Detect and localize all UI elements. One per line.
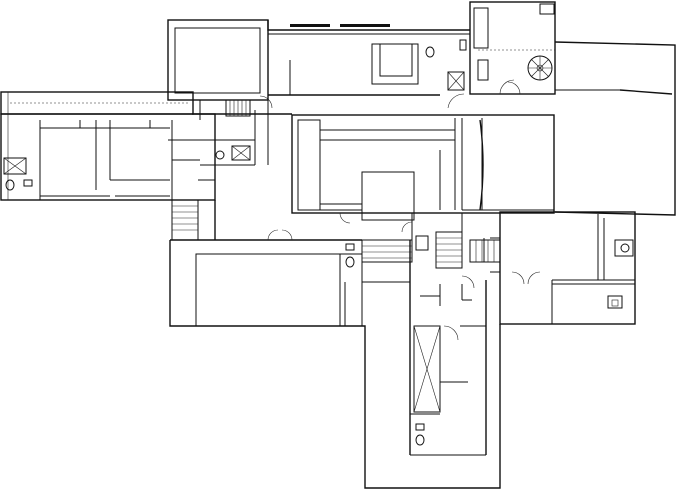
sink-icon	[415, 423, 425, 431]
toilet-icon	[425, 46, 435, 58]
toilet-icon	[5, 179, 15, 191]
north-gallery	[259, 20, 470, 120]
north-west-block	[167, 19, 269, 165]
east-wing	[554, 41, 676, 216]
sink-icon	[23, 179, 33, 187]
central-hall	[291, 114, 555, 224]
central-stair	[345, 221, 501, 269]
elevator-box	[415, 235, 429, 251]
corridor-connectors	[171, 113, 501, 241]
west-wing	[0, 91, 216, 201]
fixture-box	[607, 295, 623, 309]
toilet-icon	[620, 243, 630, 253]
south-east-rooms	[483, 211, 636, 325]
west-bathroom	[3, 157, 33, 191]
south-block	[169, 229, 501, 489]
sink-icon	[459, 39, 467, 51]
toilet-icon	[415, 434, 425, 446]
service-core	[409, 240, 487, 456]
toilet-icon	[215, 150, 225, 160]
north-east-tower	[425, 1, 556, 109]
toilet-icon	[345, 256, 355, 268]
sink-icon	[345, 243, 355, 251]
